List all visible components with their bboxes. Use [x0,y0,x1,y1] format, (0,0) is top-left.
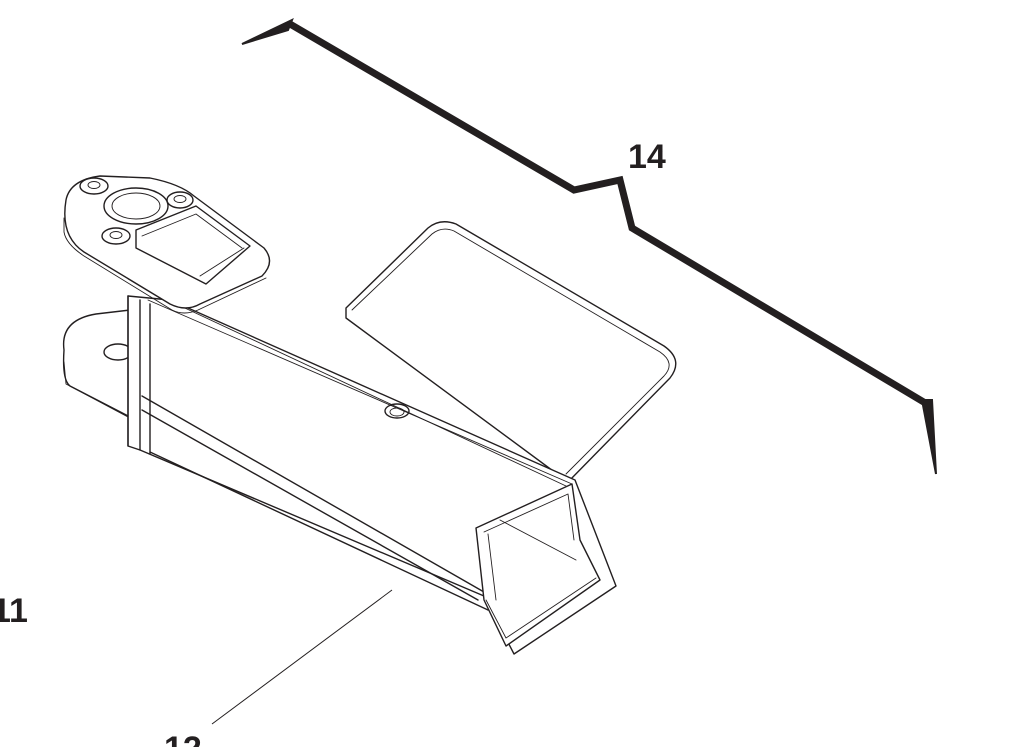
callout-14: 14 [628,138,666,176]
tapered-channel-body [127,295,617,655]
callout-12: 12 [164,730,202,747]
rear-tray-panel [345,221,677,483]
side-lug [62,309,137,421]
leader-line-12 [211,589,393,725]
assembly-bracket-line [241,17,937,475]
top-mount-plate [63,175,271,314]
callout-11: 11 [0,592,28,630]
